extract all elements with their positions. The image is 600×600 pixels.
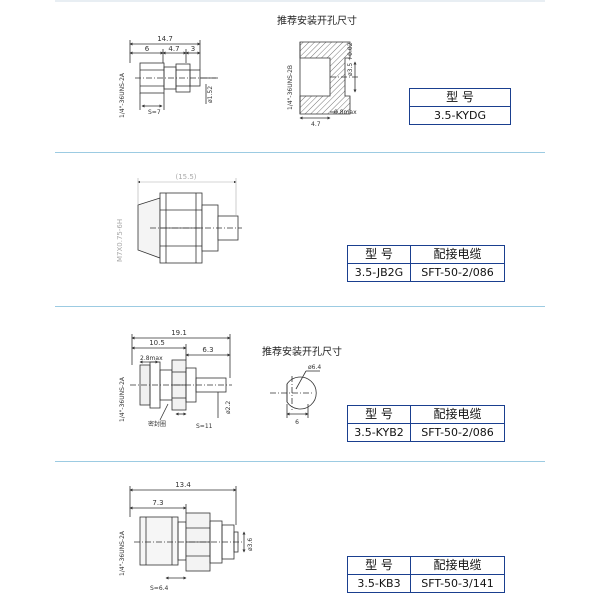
hex-size: S=11 <box>196 423 213 430</box>
model-header: 型 号 <box>347 405 411 424</box>
spec-table-kyb2: 型 号 配接电缆 3.5-KYB2 SFT-50-2/086 <box>347 405 505 442</box>
cable-header: 配接电缆 <box>410 405 505 424</box>
dim-d3: 3 <box>191 45 195 53</box>
mounting-hole-drawing-kydg <box>299 41 358 120</box>
cable-value: SFT-50-2/086 <box>410 263 505 282</box>
model-header: 型 号 <box>409 88 511 107</box>
spec-table-kb3: 型 号 配接电缆 3.5-KB3 SFT-50-3/141 <box>347 556 505 593</box>
mounting-hole-heading: 推荐安装开孔尺寸 <box>262 347 342 358</box>
dim-overall: 19.1 <box>171 329 187 337</box>
connector-drawing-jb2g <box>137 192 242 264</box>
dim-overall: 13.4 <box>175 481 191 489</box>
cable-header: 配接电缆 <box>410 556 505 575</box>
model-value: 3.5-JB2G <box>347 263 411 282</box>
hole-bore: ø3.5 +0.02 <box>347 42 354 76</box>
cable-value: SFT-50-3/141 <box>410 574 505 593</box>
mounting-hole-drawing-kyb2 <box>270 370 320 418</box>
faded-dimensions <box>137 178 237 216</box>
model-header: 型 号 <box>347 556 411 575</box>
dim-d1: 6 <box>145 45 150 53</box>
spec-table-kydg: 型 号 3.5-KYDG <box>409 88 511 125</box>
thread-label: 1/4"-36UNS-2A <box>119 376 126 422</box>
inner-diameter: ø2.2 <box>225 401 232 414</box>
dim-d2: 6.3 <box>202 346 213 354</box>
hole-depth: 4.7 <box>311 121 321 128</box>
page-top-line <box>55 0 545 2</box>
pin-diameter: ø1.52 <box>207 86 214 103</box>
hex-size: S=6.4 <box>150 585 169 592</box>
spec-table-jb2g: 型 号 配接电缆 3.5-JB2G SFT-50-2/086 <box>347 245 505 282</box>
hex-size: S=7 <box>148 109 161 116</box>
hole-chamfer: 0.8max <box>334 109 357 116</box>
connector-drawing-kb3 <box>129 486 246 580</box>
dim-d3: 2.8max <box>140 355 163 362</box>
thread-label: 1/4"-36UNS-2A <box>119 72 126 118</box>
dim-d1: 7.3 <box>152 499 163 507</box>
dim-overall: 14.7 <box>157 35 173 43</box>
model-header: 型 号 <box>347 245 411 264</box>
connector-drawing-kydg <box>129 40 218 110</box>
dim-d1: 10.5 <box>149 339 165 347</box>
cable-value: SFT-50-2/086 <box>410 423 505 442</box>
pin-diameter: ø3.6 <box>247 538 254 551</box>
model-value: 3.5-KYB2 <box>347 423 411 442</box>
thread-label: 1/4"-36UNS-2A <box>119 530 126 576</box>
hole-flat: 6 <box>295 419 299 426</box>
hole-thread-label: 1/4"-36UNS-2B <box>287 65 294 110</box>
section-divider <box>55 152 545 153</box>
section-divider <box>55 306 545 307</box>
hole-diameter: ø6.4 <box>308 364 321 371</box>
model-value: 3.5-KYDG <box>409 106 511 125</box>
mounting-hole-heading: 推荐安装开孔尺寸 <box>277 16 357 27</box>
section-divider <box>55 461 545 462</box>
dim-overall: (15.5) <box>175 173 196 181</box>
dim-d2: 4.7 <box>168 45 179 53</box>
cable-header: 配接电缆 <box>410 245 505 264</box>
thread-label: M7X0.75-6H <box>116 219 124 262</box>
seal-ring-label: 密封圈 <box>148 420 166 428</box>
connector-drawing-kyb2 <box>130 334 232 421</box>
model-value: 3.5-KB3 <box>347 574 411 593</box>
